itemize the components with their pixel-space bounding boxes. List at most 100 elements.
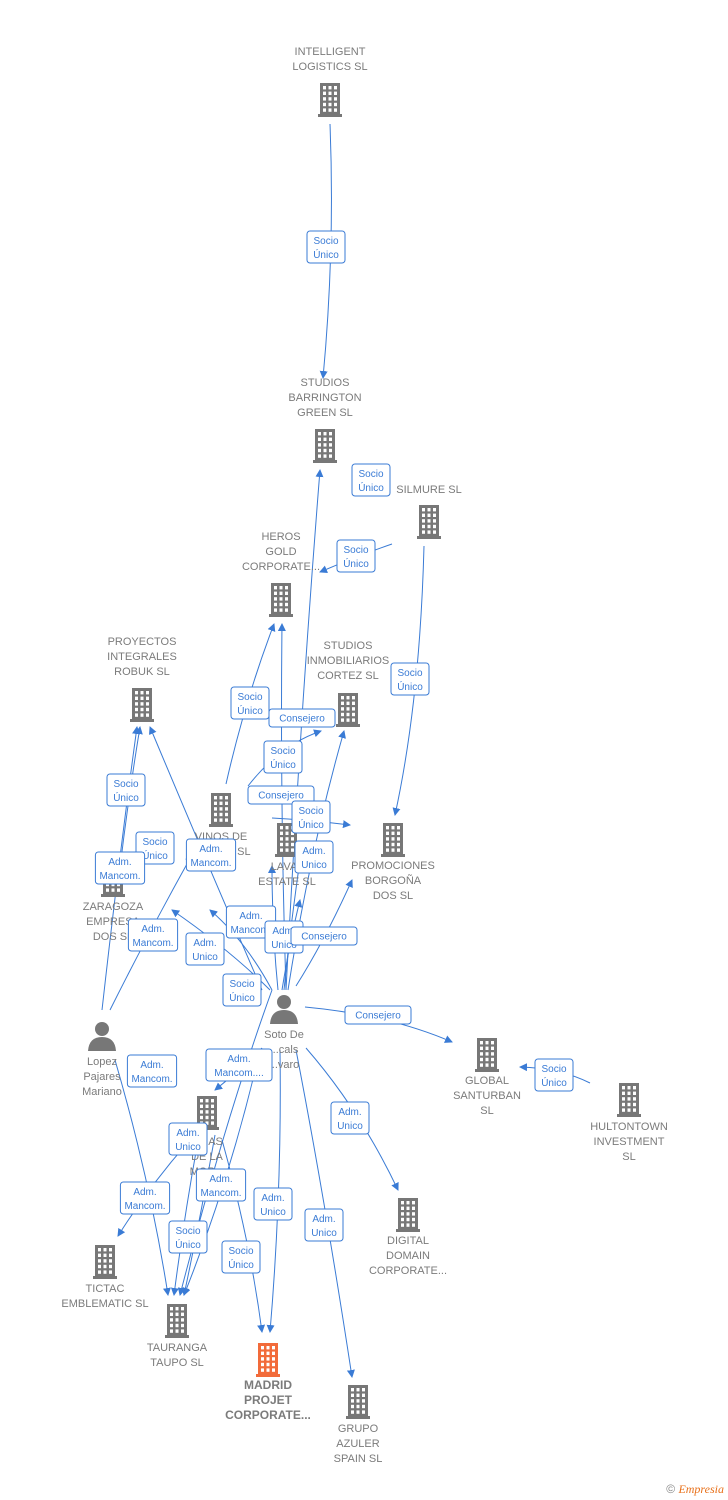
person-icon <box>270 995 298 1024</box>
node-label-line: ZARAGOZA <box>83 901 144 913</box>
node-label-line: INVESTMENT <box>594 1136 665 1148</box>
node-label-line: MADRID <box>244 1378 292 1392</box>
building-icon <box>318 83 342 117</box>
relation-label-text: Unico <box>175 1142 201 1153</box>
relation-label-soto-laval[interactable]: Adm.Unico <box>294 840 334 874</box>
relation-label-soto-madrid[interactable]: Adm.Unico <box>253 1187 293 1221</box>
building-icon <box>336 693 360 727</box>
node-label-line: LOGISTICS SL <box>292 61 367 73</box>
relation-label-bodegas-tauranga[interactable]: Adm.Unico <box>168 1122 208 1156</box>
relation-label-text: Único <box>175 1238 201 1251</box>
node-label-line: CORPORATE... <box>369 1265 447 1277</box>
relation-label-text: Único <box>397 680 423 693</box>
relation-label-text: Único <box>358 481 384 494</box>
relation-label-text: Adm. <box>312 1214 335 1225</box>
relation-label-soto-promociones[interactable]: Consejero <box>290 926 358 946</box>
footer-brand[interactable]: © Empresia <box>666 1482 724 1497</box>
node-label-line: INMOBILIARIOS <box>307 655 390 667</box>
relation-label-text: Adm. <box>227 1054 250 1065</box>
node-label-line: SL <box>480 1105 493 1117</box>
relation-label-soto-proyectos[interactable]: Adm.Mancom. <box>185 838 237 872</box>
node-label-line: PROYECTOS <box>108 636 177 648</box>
relation-label-text: Adm. <box>261 1193 284 1204</box>
relation-label-soto-global[interactable]: Consejero <box>344 1005 412 1025</box>
node-label-line: INTEGRALES <box>107 651 177 663</box>
relation-label-bodegas-tictac[interactable]: Adm.Mancom. <box>119 1181 171 1215</box>
relation-label-text: Consejero <box>279 714 325 725</box>
relation-label-soto-studios_cortez[interactable]: Consejero <box>247 785 315 805</box>
node-silmure[interactable]: SILMURE SL <box>396 484 462 539</box>
node-heros[interactable]: HEROSGOLDCORPORATE... <box>242 531 320 617</box>
node-label-line: CORPORATE... <box>242 561 320 573</box>
relation-label-soto-digital[interactable]: Adm.Unico <box>330 1101 370 1135</box>
relation-label-text: Adm. <box>302 846 325 857</box>
relation-label-text: Adm. <box>133 1187 156 1198</box>
node-label-line: BARRINGTON <box>288 392 361 404</box>
relation-label-text: Adm. <box>108 857 131 868</box>
node-label-line: DOS SL <box>93 931 133 943</box>
relation-label-text: Mancom. <box>190 858 231 869</box>
node-label-line: TAURANGA <box>147 1342 208 1354</box>
node-label-line: DOS SL <box>373 890 413 902</box>
relation-label-text: Socio <box>358 469 383 480</box>
building-icon <box>256 1343 280 1377</box>
node-digital[interactable]: DIGITALDOMAINCORPORATE... <box>369 1198 447 1277</box>
copyright-symbol: © <box>666 1482 676 1496</box>
node-madrid[interactable]: MADRIDPROJETCORPORATE... <box>225 1343 311 1422</box>
relation-label-text: Único <box>298 818 324 831</box>
relation-label-text: Único <box>541 1076 567 1089</box>
node-label-line: PROJET <box>244 1393 293 1407</box>
relation-label-soto-vinos[interactable]: Adm.Unico <box>185 932 225 966</box>
relation-label-text: Único <box>229 991 255 1004</box>
relation-label-soto-zaragoza[interactable]: Adm.Mancom. <box>127 918 179 952</box>
relation-label-text: Socio <box>298 806 323 817</box>
node-soto[interactable]: Soto De...cals...varo <box>264 995 304 1071</box>
relation-label-text: Mancom. <box>132 938 173 949</box>
relation-label-soto-bodegas[interactable]: Adm.Mancom.... <box>205 1048 273 1082</box>
relation-label-soto-grupo[interactable]: Adm. Unico <box>304 1208 344 1242</box>
relation-label-text: Adm. <box>193 938 216 949</box>
relation-label-text: Socio <box>313 236 338 247</box>
relation-label-lopez-zaragoza[interactable]: Adm.Mancom. <box>94 851 146 885</box>
node-label-line: STUDIOS <box>324 640 373 652</box>
relation-label-text: Unico <box>311 1228 337 1239</box>
relation-label-text: Adm. <box>338 1107 361 1118</box>
relation-label-soto-tauranga[interactable]: Adm.Mancom. <box>195 1168 247 1202</box>
building-icon <box>269 583 293 617</box>
relation-label-text: Único <box>113 791 139 804</box>
relation-label-lopez-tauranga[interactable]: Adm.Mancom. <box>126 1054 178 1088</box>
relation-label-soto-studios_cortez[interactable]: Consejero <box>268 708 336 728</box>
node-label-line: GREEN SL <box>297 407 353 419</box>
relation-label-text: Único <box>343 557 369 570</box>
node-label-line: BORGOÑA <box>365 874 422 887</box>
building-icon <box>475 1038 499 1072</box>
building-icon <box>417 505 441 539</box>
building-icon <box>381 823 405 857</box>
